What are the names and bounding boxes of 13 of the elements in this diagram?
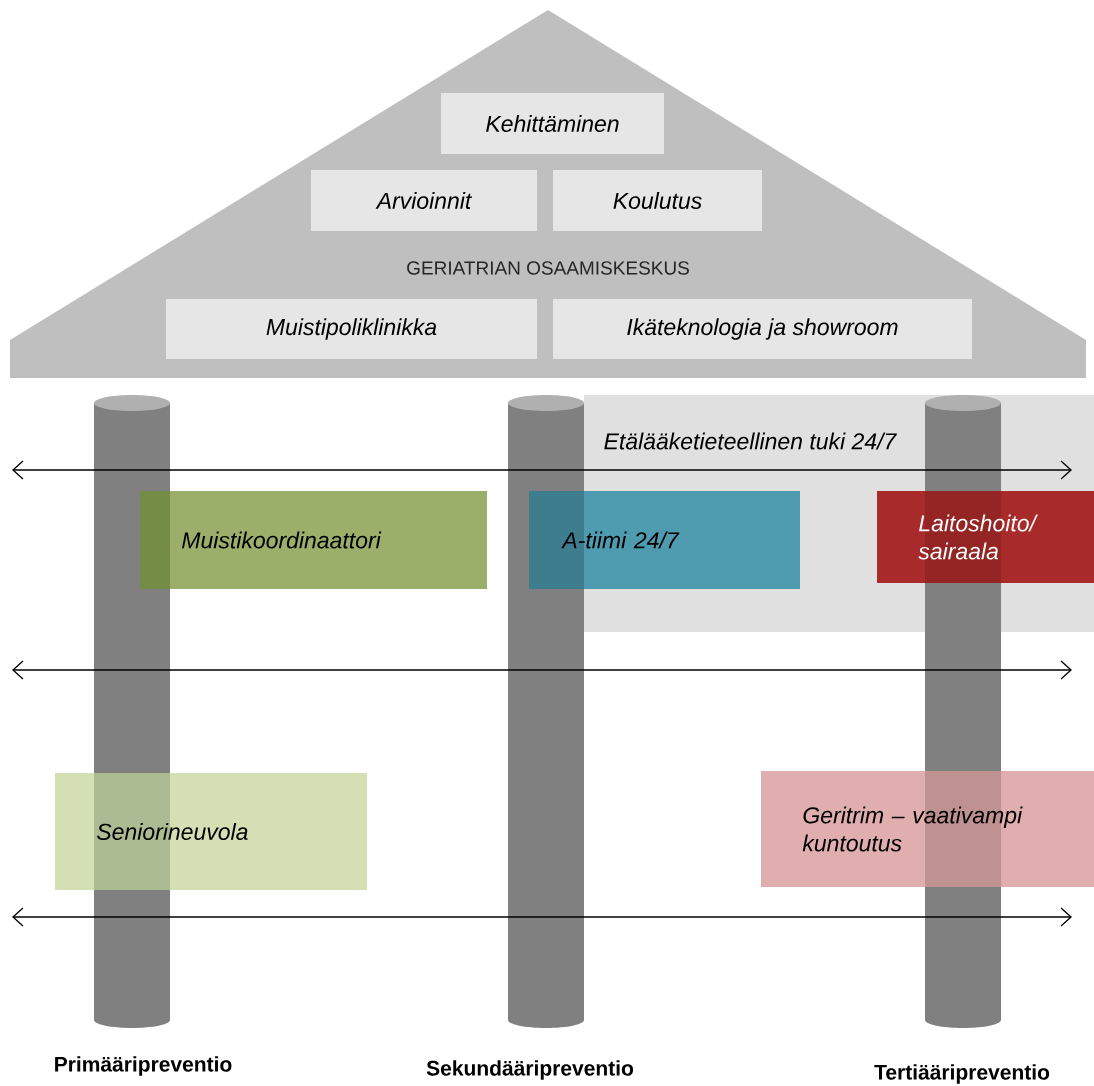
service-box: A-tiimi 24/7	[529, 491, 800, 589]
pillar-label: Tertiääripreventio	[874, 1064, 1050, 1084]
label-box: Arvioinnit	[311, 170, 537, 231]
label-box: Koulutus	[553, 170, 762, 231]
service-box: Muistikoordinaattori	[140, 491, 487, 589]
pillar-label: Sekundääripreventio	[426, 1060, 634, 1080]
label-box: Ikäteknologia ja showroom	[553, 299, 972, 359]
service-box: Geritrim – vaativampi kuntoutus	[761, 771, 1094, 887]
label-box: Kehittäminen	[441, 93, 664, 154]
service-box: Seniorineuvola	[55, 773, 367, 890]
service-box: Laitoshoito/ sairaala	[877, 491, 1094, 583]
label-box: Muistipoliklinikka	[166, 299, 537, 359]
pillar-label: Primääripreventio	[55, 1056, 232, 1076]
